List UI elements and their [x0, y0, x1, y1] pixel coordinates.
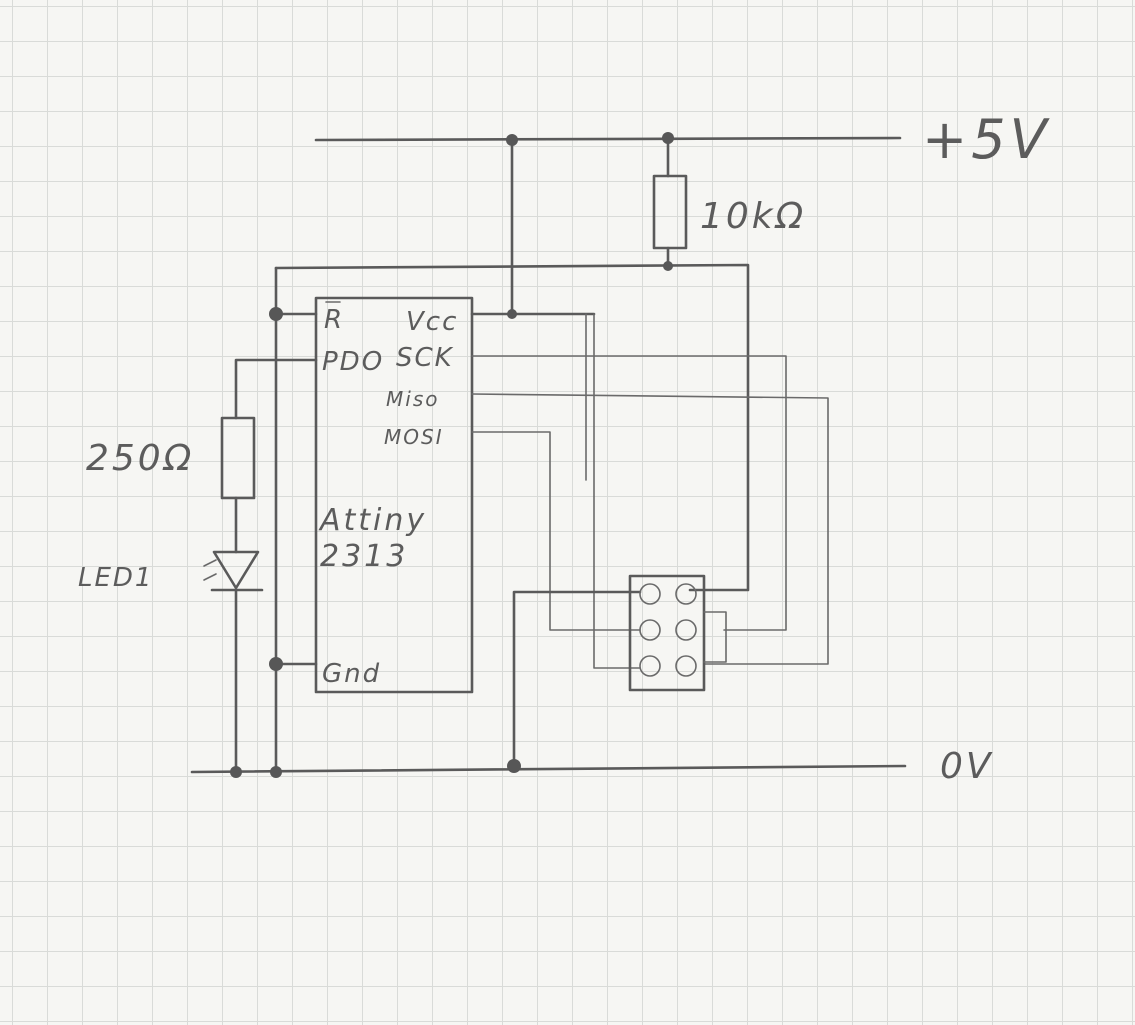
- junction-dot: [269, 657, 283, 671]
- junction-dot: [230, 766, 242, 778]
- mosi-wire: [471, 431, 641, 631]
- junction-dot: [507, 759, 521, 773]
- pullup-resistor-label: 10kΩ: [700, 196, 806, 237]
- attiny-ic-body: [314, 296, 474, 694]
- sck-wire: [471, 355, 787, 631]
- chip-name-line1: Attiny: [318, 503, 427, 538]
- header-ground-wire: [512, 590, 642, 770]
- pin-gnd-label: Gnd: [322, 659, 381, 689]
- pin-vcc-label: Vcc: [406, 307, 458, 337]
- junction-dot: [507, 309, 517, 319]
- ground-label: 0V: [940, 746, 994, 787]
- ground-rail: [190, 764, 907, 774]
- led-light-arrow-icon: [203, 573, 217, 581]
- header-pin-6: [675, 655, 697, 677]
- junction-dot: [506, 134, 518, 146]
- isp-header: [628, 574, 706, 692]
- header-pin-5: [639, 655, 661, 677]
- led-light-arrow-icon: [203, 559, 217, 567]
- chip-name-line2: 2313: [320, 539, 408, 574]
- vplus-rail: [314, 136, 902, 142]
- pin-reset-label: R: [324, 305, 344, 335]
- led-diode-icon: [212, 550, 260, 590]
- vcc-to-header-wire: [593, 313, 641, 669]
- junction-dot: [270, 766, 282, 778]
- header-pin-2: [675, 583, 697, 605]
- pin-miso-label: Miso: [386, 387, 439, 411]
- header-pin-3: [639, 619, 661, 641]
- vplus-label: +5V: [922, 108, 1051, 171]
- led-resistor: [220, 416, 256, 500]
- junction-dot: [662, 132, 674, 144]
- header-pin-4: [675, 619, 697, 641]
- isp-header-key: [703, 611, 727, 663]
- led-resistor-label: 250Ω: [86, 438, 194, 479]
- led-label: LED1: [78, 563, 153, 593]
- junction-dot: [663, 261, 673, 271]
- pin-pd0-label: PDO: [322, 347, 384, 377]
- header-pin-1: [639, 583, 661, 605]
- pd0-wire: [234, 358, 318, 420]
- pin-mosi-label: MOSI: [384, 425, 444, 449]
- pin-sck-label: SCK: [396, 343, 454, 373]
- reset-line-wire: [274, 263, 750, 592]
- pullup-resistor: [652, 174, 688, 250]
- miso-wire: [471, 393, 829, 665]
- junction-dot: [269, 307, 283, 321]
